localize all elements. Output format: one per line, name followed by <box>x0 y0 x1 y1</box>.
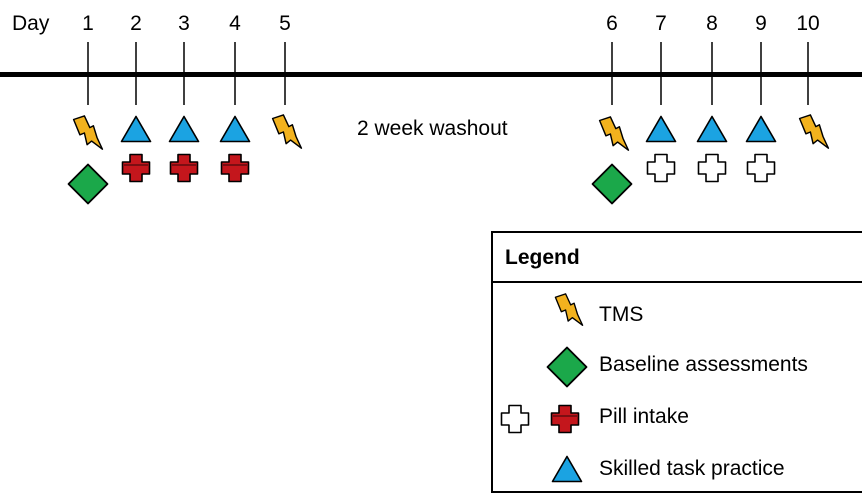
green-diamond-icon <box>67 163 109 205</box>
white-cross-icon <box>746 153 776 183</box>
day-number-1: 1 <box>82 12 94 35</box>
lightning-bolt-icon <box>72 115 104 150</box>
washout-label: 2 week washout <box>357 117 508 140</box>
blue-triangle-icon <box>745 115 777 143</box>
day-number-10: 10 <box>796 12 820 35</box>
legend-label-practice: Skilled task practice <box>599 457 785 480</box>
day-number-9: 9 <box>755 12 767 35</box>
blue-triangle-icon <box>551 455 583 483</box>
day-label: Day <box>12 12 50 35</box>
blue-triangle-icon <box>120 115 152 143</box>
day-ticks <box>87 42 809 105</box>
lightning-bolt-icon <box>598 116 630 151</box>
green-diamond-icon <box>591 163 633 205</box>
day-number-5: 5 <box>279 12 291 35</box>
day-number-4: 4 <box>229 12 241 35</box>
blue-triangle-icon <box>219 115 251 143</box>
legend-divider <box>493 281 862 283</box>
legend-label-baseline: Baseline assessments <box>599 353 808 376</box>
red-cross-icon <box>550 404 580 434</box>
red-cross-icon <box>121 153 151 183</box>
day-number-2: 2 <box>130 12 142 35</box>
white-cross-icon <box>697 153 727 183</box>
blue-triangle-icon <box>696 115 728 143</box>
blue-triangle-icon <box>645 115 677 143</box>
green-diamond-icon <box>546 346 588 388</box>
legend-label-tms: TMS <box>599 303 644 326</box>
blue-triangle-icon <box>168 115 200 143</box>
red-cross-icon <box>169 153 199 183</box>
white-cross-icon <box>500 404 530 434</box>
red-cross-icon <box>220 153 250 183</box>
lightning-bolt-icon <box>271 114 303 149</box>
day-number-6: 6 <box>606 12 618 35</box>
lightning-bolt-icon <box>554 293 584 326</box>
day-number-7: 7 <box>655 12 667 35</box>
white-cross-icon <box>646 153 676 183</box>
day-number-8: 8 <box>706 12 718 35</box>
legend-title: Legend <box>505 246 580 269</box>
day-number-3: 3 <box>178 12 190 35</box>
legend-box: Legend TMS Baseline assessments Pill int… <box>491 231 862 493</box>
timeline-axis <box>0 72 862 77</box>
lightning-bolt-icon <box>798 114 830 149</box>
legend-label-pill: Pill intake <box>599 405 689 428</box>
